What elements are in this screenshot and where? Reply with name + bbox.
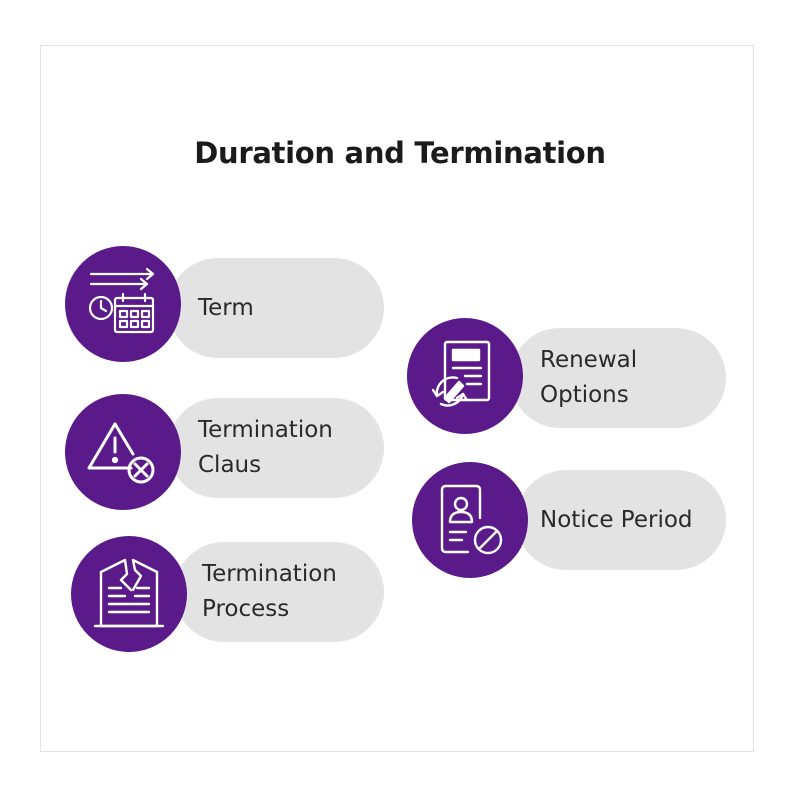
timeline-calendar-icon	[88, 267, 155, 334]
item-termination-clause-label: Termination Claus	[198, 417, 333, 478]
item-termination-process-circle	[71, 536, 187, 652]
item-termination-clause-circle	[65, 394, 181, 510]
item-renewal-options-circle	[407, 318, 523, 434]
item-renewal-options-pill: Renewal Options	[510, 328, 726, 428]
page-title: Duration and Termination	[194, 136, 606, 170]
item-renewal-options-label: Renewal Options	[540, 347, 638, 408]
item-notice-period-circle	[412, 462, 528, 578]
item-termination-process-label: Termination Process	[202, 561, 337, 622]
warning-cancel-icon	[87, 422, 155, 484]
torn-document-icon	[93, 558, 165, 628]
item-termination-process-pill: Termination Process	[174, 542, 384, 642]
item-term-label: Term	[198, 294, 254, 321]
document-renew-icon	[431, 340, 491, 407]
item-termination-clause-pill: Termination Claus	[168, 398, 384, 498]
item-term-pill: Term	[168, 258, 384, 358]
item-notice-period-label: Notice Period	[540, 506, 693, 533]
id-card-block-icon	[440, 484, 503, 555]
item-term-circle	[65, 246, 181, 362]
item-notice-period-pill: Notice Period	[516, 470, 726, 570]
